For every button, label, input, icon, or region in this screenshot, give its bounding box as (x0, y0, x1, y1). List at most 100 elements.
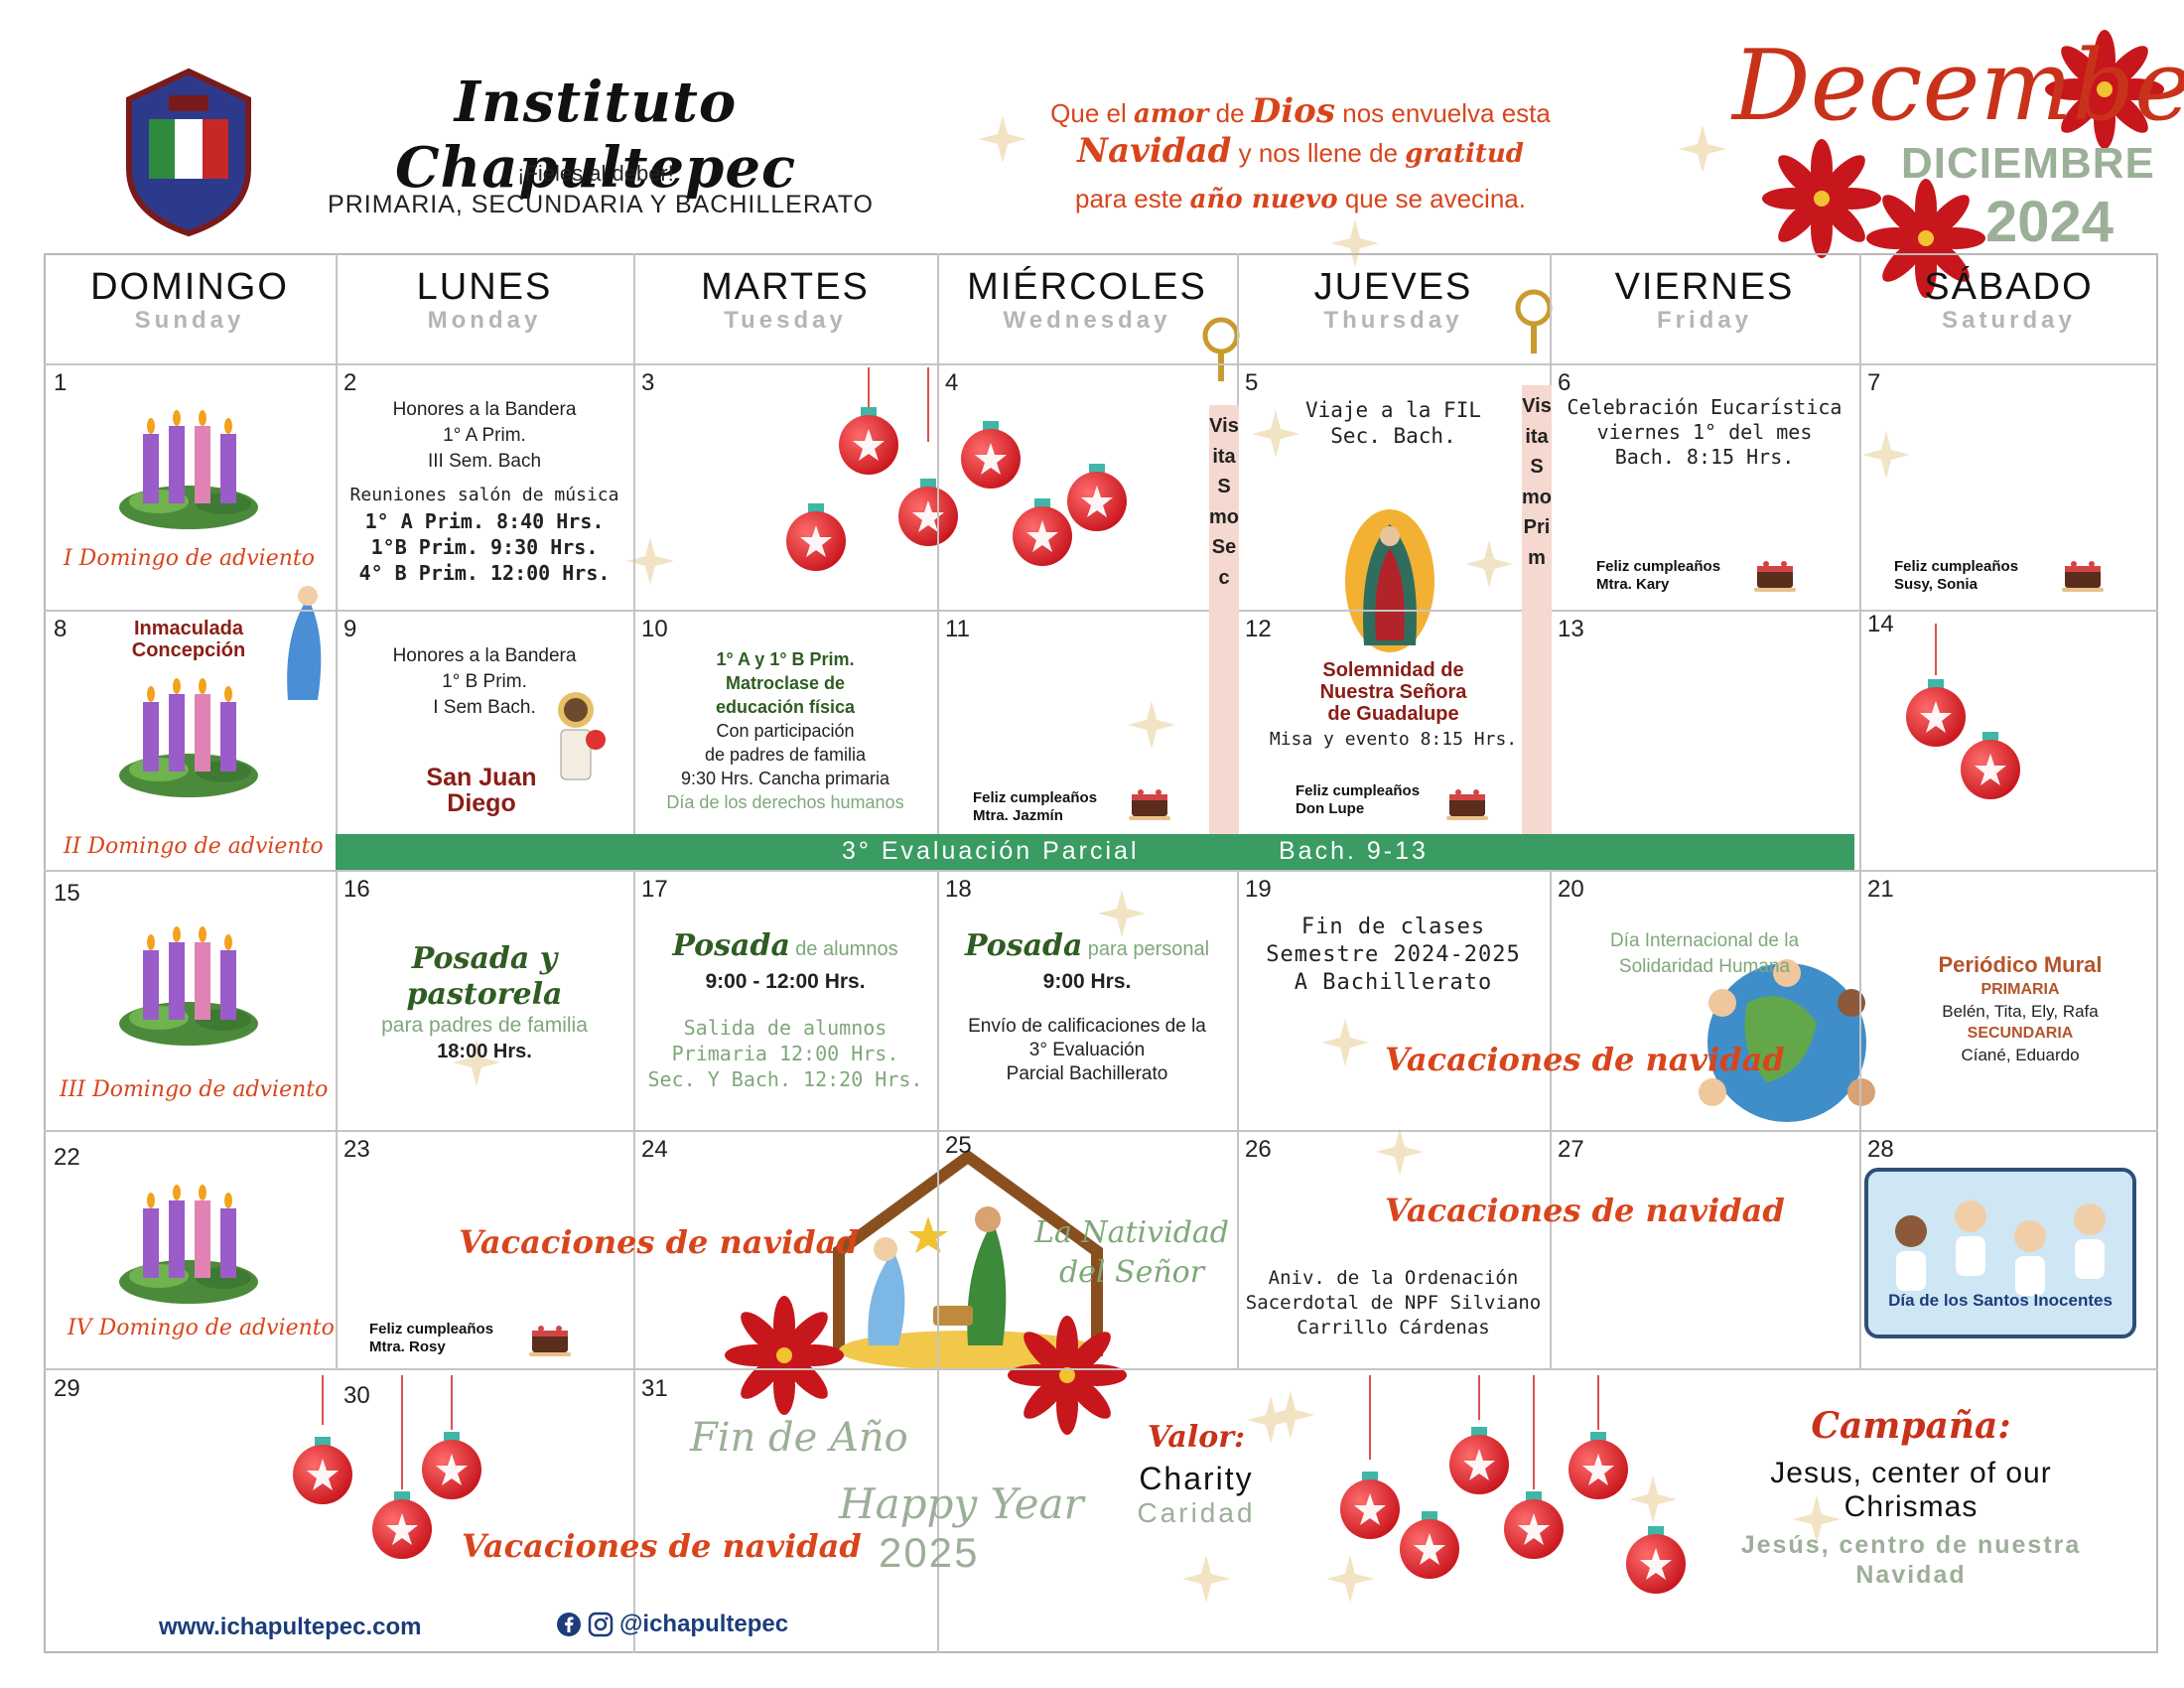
date-number: 23 (343, 1136, 370, 1163)
instagram-icon[interactable] (588, 1612, 614, 1637)
date-number: 9 (343, 616, 357, 642)
school-logo (126, 68, 251, 237)
happy-year-label: Happy Year (839, 1479, 1084, 1528)
quote-text: Navidad (1077, 131, 1232, 171)
holy-innocents-image (1864, 1168, 2136, 1338)
quote-text: de (1215, 98, 1245, 128)
date-number: 18 (945, 876, 972, 903)
event-dec-19: Fin de clases Semestre 2024-2025 A Bachi… (1266, 914, 1521, 995)
quote-line-1: Que el amor de Dios nos envuelva esta (1032, 91, 1569, 131)
calendar-grid (44, 253, 2158, 1653)
evaluation-bar (336, 834, 1854, 870)
quote-text: para este (1075, 184, 1183, 213)
month-title-english: December (1732, 30, 2184, 143)
quote-text: nos envuelva esta (1342, 98, 1551, 128)
event-dec-8: Inmaculada Concepción (131, 618, 246, 661)
date-number: 27 (1558, 1136, 1584, 1163)
vacaciones-label: Vacaciones de navidad (462, 1527, 862, 1565)
event-dec-12: Solemnidad de Nuestra Señora de Guadalup… (1319, 659, 1467, 725)
date-number: 30 (343, 1382, 370, 1409)
quote-text: y nos llene de (1238, 138, 1399, 168)
children-around-world-image (1699, 959, 1875, 1122)
month-title-spanish: DICIEMBRE (1901, 139, 2155, 188)
quote-text: Dios (1251, 91, 1336, 131)
event-dec-10: 1° A y 1° B Prim. Matroclase de educació… (666, 649, 904, 812)
date-number: 10 (641, 616, 668, 642)
date-number: 22 (54, 1144, 80, 1171)
advent-label: IV Domingo de adviento (68, 1316, 335, 1340)
visita-smo-prim-bar: VisitaSmoPrim (1522, 385, 1552, 870)
school-motto: ¡Fieles al deber! (517, 161, 674, 186)
event-dec-17: Posada de alumnos 9:00 - 12:00 Hrs. Sali… (647, 928, 923, 1092)
event-dec-18: Posada para personal 9:00 Hrs. Envío de … (964, 928, 1210, 1085)
social-handle-text: @ichapultepec (619, 1611, 789, 1637)
advent-label: I Domingo de adviento (64, 546, 315, 571)
date-number: 21 (1867, 876, 1894, 903)
date-number: 14 (1867, 611, 1894, 637)
value-block: Valor: Charity Caridad (1137, 1420, 1256, 1528)
date-number: 29 (54, 1375, 80, 1402)
event-dec-20: Día Internacional de la Solidaridad Huma… (1609, 930, 1800, 977)
date-number: 24 (641, 1136, 668, 1163)
quote-text: año nuevo (1189, 185, 1338, 214)
star-icon (979, 115, 1026, 163)
event-dec-26: Aniv. de la Ordenación Sacerdotal de NPF… (1245, 1267, 1542, 1338)
date-number: 3 (641, 369, 655, 396)
year-2025-label: 2025 (879, 1529, 980, 1576)
vacaciones-label: Vacaciones de navidad (459, 1223, 859, 1261)
event-san-juan-diego: San Juan Diego (426, 764, 537, 817)
event-dec-2: Honores a la Bandera 1° A Prim. III Sem.… (349, 399, 619, 585)
date-number: 16 (343, 876, 370, 903)
event-dec-28: Día de los Santos Inocentes (1888, 1291, 2113, 1310)
evaluation-bar-text: 3° Evaluación Parcial (842, 837, 1140, 865)
quote-line-3: para este año nuevo que se avecina. (1032, 184, 1569, 214)
date-number: 26 (1245, 1136, 1272, 1163)
facebook-icon[interactable] (556, 1612, 582, 1637)
calendar-year: 2024 (1985, 190, 2115, 254)
date-number: 15 (54, 880, 80, 907)
date-number: 8 (54, 616, 68, 642)
visita-smo-sec-bar: VisitaSmoSec (1209, 405, 1239, 834)
website-link[interactable]: www.ichapultepec.com (159, 1614, 422, 1640)
quote-text: Que el (1050, 98, 1127, 128)
date-number: 28 (1867, 1136, 1894, 1163)
date-number: 1 (54, 369, 68, 396)
vacaciones-label: Vacaciones de navidad (1385, 1192, 1785, 1229)
quote-text: que se avecina. (1344, 184, 1526, 213)
date-number: 5 (1245, 369, 1259, 396)
date-number: 25 (945, 1132, 972, 1159)
star-icon (1679, 125, 1726, 173)
school-name: Instituto Chapultepec (394, 70, 797, 201)
poinsettia-icon (1762, 139, 1881, 258)
immaculate-conception-image (287, 586, 322, 700)
campaign-block: Campaña: Jesus, center of our Chrismas J… (1740, 1405, 2082, 1589)
date-number: 11 (945, 616, 970, 642)
quote-text: amor (1133, 99, 1209, 129)
school-levels: PRIMARIA, SECUNDARIA Y BACHILLERATO (328, 191, 874, 218)
fin-de-ano-label: Fin de Año (690, 1415, 908, 1461)
date-number: 7 (1867, 369, 1881, 396)
advent-label: III Domingo de adviento (60, 1077, 329, 1102)
date-number: 17 (641, 876, 668, 903)
date-number: 6 (1558, 369, 1571, 396)
date-number: 20 (1558, 876, 1584, 903)
quote-text: gratitud (1405, 139, 1524, 169)
date-number: 31 (641, 1375, 668, 1402)
event-dec-16: Posada y pastorela para padres de famili… (381, 941, 588, 1062)
advent-label: II Domingo de adviento (64, 834, 324, 859)
date-number: 12 (1245, 616, 1272, 642)
social-handle[interactable]: @ichapultepec (556, 1611, 788, 1638)
